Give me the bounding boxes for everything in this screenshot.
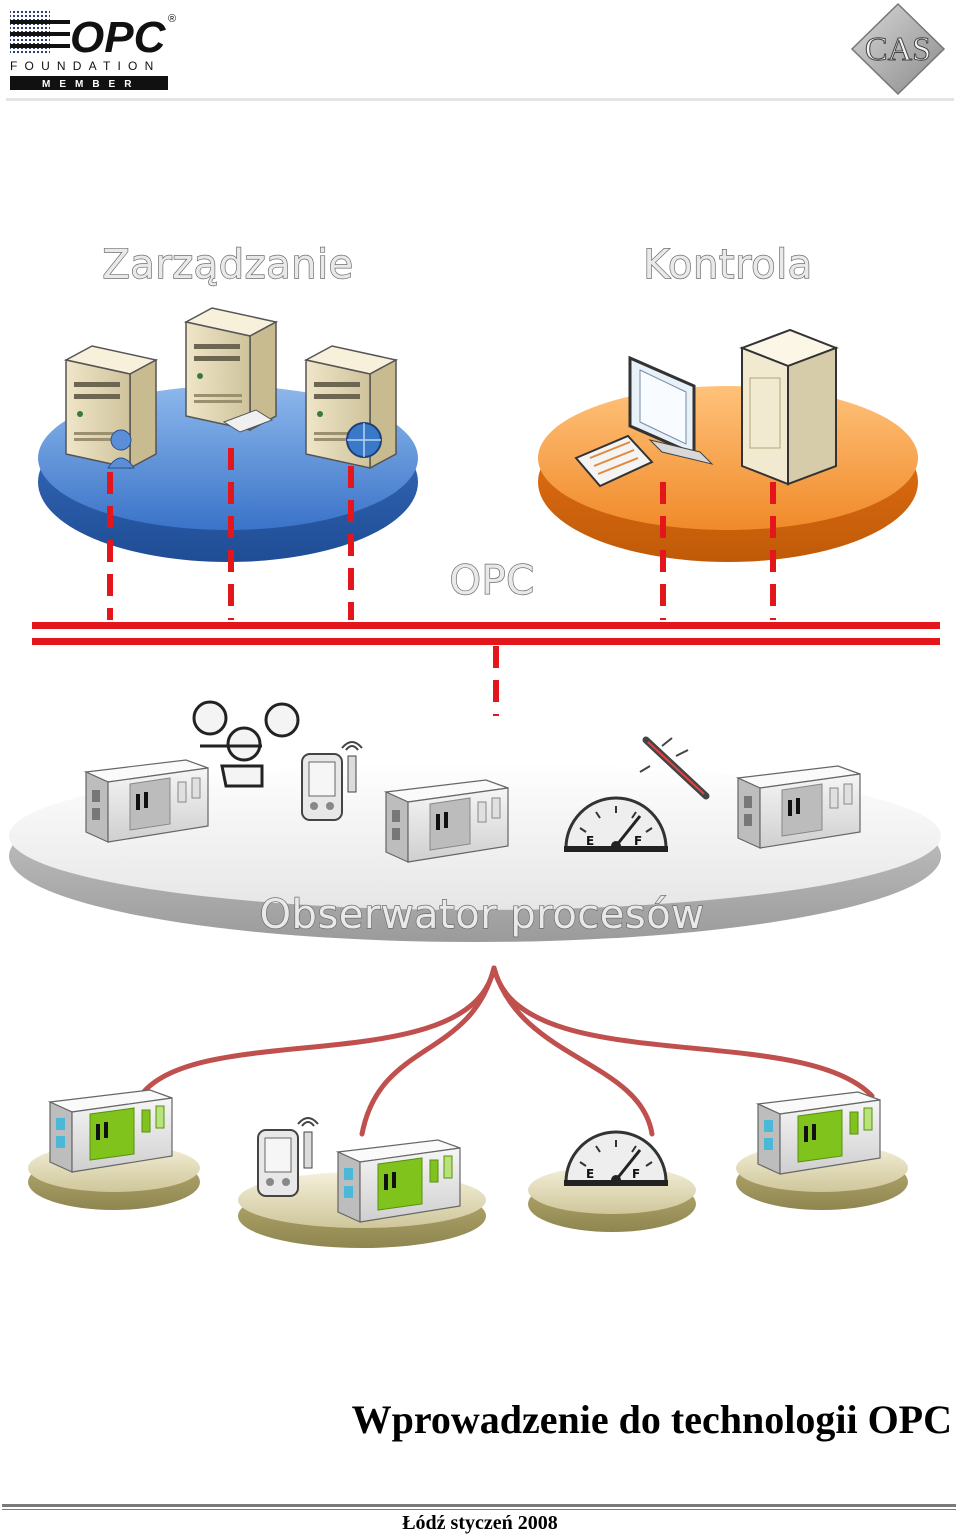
field-platform-2 [238,1117,486,1248]
label-process-observer: Obserwator procesów [260,892,705,938]
field-gauge-full: F [632,1167,640,1181]
field-platform-4 [736,1091,908,1210]
observer-gauge-full: F [634,834,642,848]
workstation-icon [574,355,714,488]
server-user-icon [65,345,157,469]
field-platform-1 [28,1089,200,1210]
document-title: Wprowadzenie do technologii OPC [351,1397,952,1442]
footer-place-date: Łódź styczeń 2008 [402,1512,558,1534]
cas-logo: CAS [850,2,946,96]
opc-connections [107,448,776,716]
opc-bus [32,622,940,645]
cabinet-icon [739,328,839,486]
label-control: Kontrola [643,242,812,288]
opc-logo-foundation: FOUNDATION [10,59,160,73]
opc-foundation-member-logo: OPC ® FOUNDATION MEMBER [10,10,176,90]
opc-logo-member: MEMBER [42,79,140,90]
observer-platform [9,700,941,942]
control-platform [538,328,918,562]
cas-logo-text: CAS [865,31,931,68]
opc-logo-main: OPC [70,13,167,62]
label-opc-bus: OPC [449,558,534,604]
opc-architecture-diagram: E F E F Zarządzanie Kontrola OPC Obserwa… [9,241,941,1248]
label-management: Zarządzanie [102,242,353,288]
registered-mark: ® [168,13,176,25]
footer-divider-thin [2,1509,956,1510]
server-printer-icon [185,307,277,431]
thermometer-icon [639,736,710,800]
pressure-gauges-icon [192,700,300,788]
field-gauge-empty: E [586,1167,594,1181]
field-gauge-icon [562,1130,670,1188]
field-platform-3 [528,1130,696,1232]
field-links [139,965,875,1137]
header-divider [6,98,954,101]
footer-divider [2,1504,956,1507]
observer-gauge-empty: E [586,834,594,848]
